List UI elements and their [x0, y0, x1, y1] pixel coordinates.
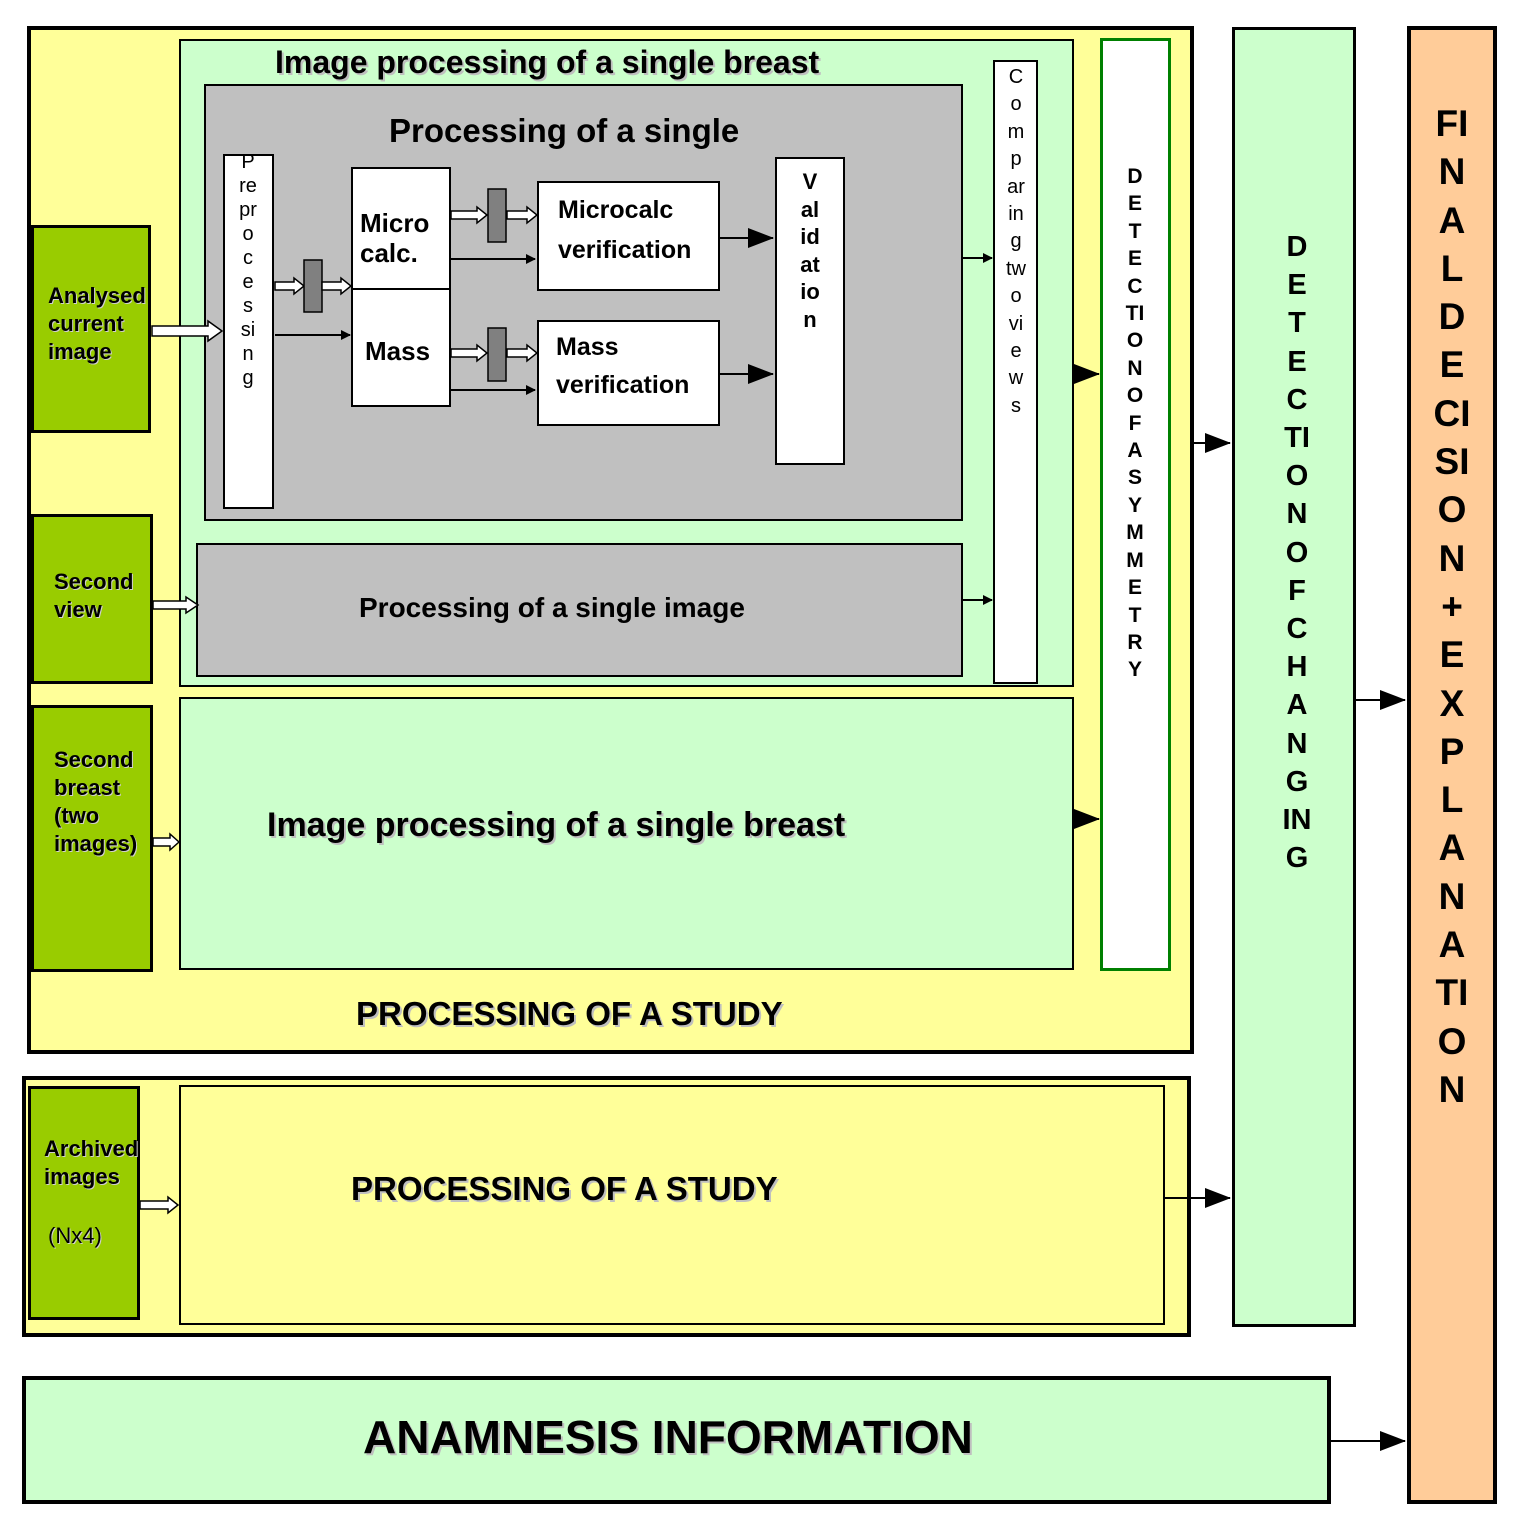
breast-title: Image processing of a single breast: [275, 44, 820, 80]
second-view-label: Second view: [54, 569, 134, 622]
final-decision-label: FINAL DECISION+EXPLANATION: [1433, 103, 1471, 1110]
archived-study-inner: [179, 1085, 1165, 1325]
validation-label: Validation: [800, 169, 820, 332]
validation-box: [775, 157, 845, 465]
anamnesis-title: ANAMNESIS INFORMATION: [363, 1411, 973, 1463]
comparing-views-label: Comparing two views: [1006, 66, 1026, 417]
study-title: PROCESSING OF A STUDY: [356, 995, 783, 1032]
asymmetry-box: [1100, 38, 1171, 971]
microcalc-label: Micro calc.: [360, 208, 430, 268]
microcalc-verification-box: [537, 181, 720, 291]
mass-label: Mass: [365, 336, 431, 366]
microcalc-mass-box: [351, 167, 451, 407]
microcalc-mass-divider: [351, 288, 451, 290]
microcalc-verification-label: Microcalc verification: [558, 196, 692, 264]
second-breast-input: [31, 705, 153, 972]
mass-verification-label: Mass verification: [556, 333, 690, 399]
second-breast-label: Second breast (two images): [54, 747, 138, 856]
comparing-views-box: [993, 60, 1038, 684]
analysed-image-label: Analysed current image: [48, 283, 146, 364]
input-arrow-analysed: [151, 319, 224, 343]
archived-study-title: PROCESSING OF A STUDY: [351, 1170, 778, 1207]
archived-images-input: [28, 1086, 140, 1320]
preprocessing-box: [223, 154, 274, 509]
second-breast-processing-title: Image processing of a single breast: [267, 806, 846, 844]
input-arrow-second-view: [152, 595, 200, 615]
analysed-image-input: [31, 225, 151, 433]
single-image-title: Processing of a single: [389, 112, 740, 149]
final-decision-box: [1407, 26, 1497, 1504]
second-breast-processing-block: [179, 697, 1074, 970]
second-view-input: [31, 514, 153, 684]
second-view-processing-block: [196, 543, 963, 677]
changing-box: [1232, 27, 1356, 1327]
asymmetry-label: DETECTION OF ASYMMETRY: [1125, 165, 1145, 682]
changing-label: DETECTION OF CHANGING: [1282, 231, 1312, 875]
anamnesis-box: [22, 1376, 1331, 1504]
archived-count-label: (Nx4): [48, 1223, 102, 1248]
input-arrow-archived: [139, 1195, 180, 1215]
archived-images-label: Archived images: [44, 1136, 139, 1189]
second-view-processing-title: Processing of a single image: [359, 592, 745, 623]
preprocessing-label: Preprocessing: [239, 151, 257, 389]
input-arrow-second-breast: [152, 832, 181, 852]
mass-verification-box: [537, 320, 720, 426]
